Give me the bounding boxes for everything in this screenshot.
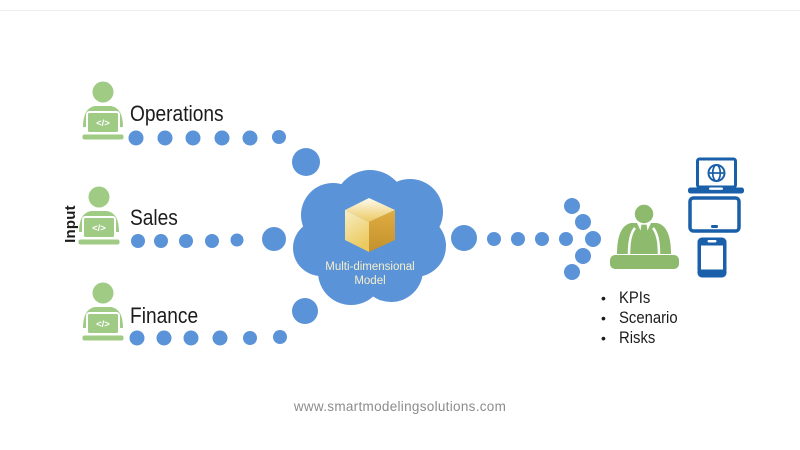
code-glyph: </> [96, 319, 110, 330]
output-item-kpis: KPIs [619, 288, 651, 307]
top-divider-line [0, 10, 800, 11]
flow-operations-dots [128, 130, 320, 176]
list-item: • Risks [601, 328, 684, 348]
website-url: www.smartmodelingsolutions.com [293, 399, 507, 414]
list-item: • Scenario [601, 308, 684, 328]
source-label-finance: Finance [130, 303, 199, 328]
flow-sales-dots [131, 227, 286, 251]
bullet-icon: • [601, 330, 606, 346]
laptop-globe-icon [688, 157, 744, 194]
flow-finance-dots [129, 298, 318, 346]
code-glyph: </> [92, 223, 106, 234]
code-glyph: </> [96, 118, 110, 129]
source-label-sales: Sales [130, 205, 178, 230]
list-item: • KPIs [601, 288, 684, 308]
model-label-line1: Multi-dimensional [325, 261, 415, 273]
output-list: • KPIs • Scenario • Risks [601, 288, 684, 348]
bullet-icon: • [601, 290, 606, 306]
person-laptop-icon: </> [82, 81, 124, 140]
person-at-desk-icon [610, 203, 679, 269]
person-laptop-icon: </> [78, 186, 120, 245]
tablet-icon [688, 196, 741, 233]
smartphone-icon [697, 237, 727, 278]
person-laptop-icon: </> [82, 282, 124, 341]
source-label-operations: Operations [130, 101, 224, 126]
gold-cube-3d-icon [345, 198, 395, 252]
output-item-risks: Risks [619, 328, 656, 347]
model-label: Multi-dimensional Model [290, 261, 450, 288]
output-item-scenario: Scenario [619, 308, 678, 327]
model-label-line2: Model [354, 274, 386, 287]
flow-output-arrow-dots [487, 198, 601, 280]
bullet-icon: • [601, 310, 606, 326]
